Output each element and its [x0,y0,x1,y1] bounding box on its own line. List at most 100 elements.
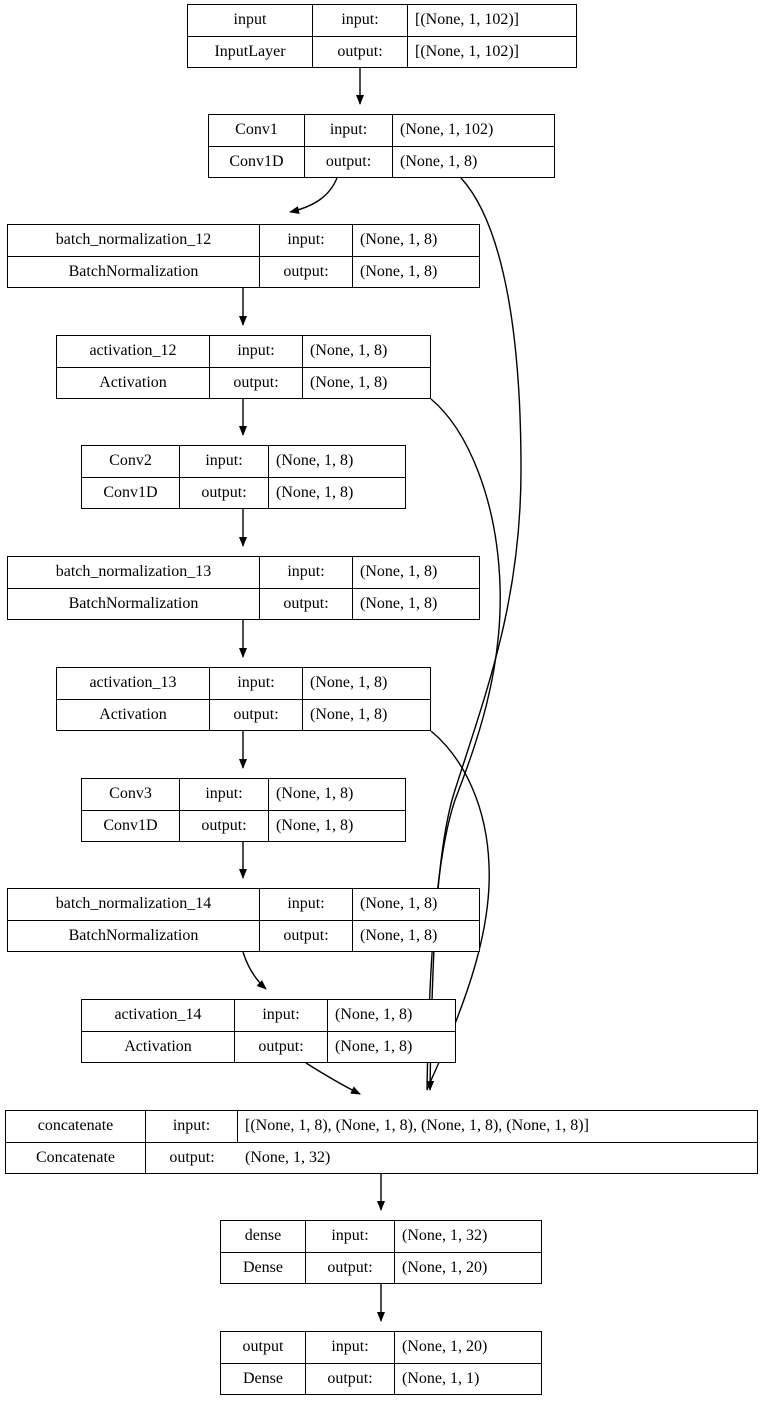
node-layer-name: activation_13 [57,668,210,699]
node-output-label: output: [306,1252,395,1283]
node-input-shape: (None, 1, 102) [400,121,494,139]
node-output-shape: (None, 1, 8) [310,705,388,723]
node-dense[interactable]: dense input: (None, 1, 32) Dense output:… [220,1220,542,1284]
node-input-label: input: [210,336,303,367]
node-batch-normalization-13[interactable]: batch_normalization_13 input: (None, 1, … [7,556,480,620]
node-row-input: output input: (None, 1, 20) [221,1332,541,1364]
node-activation-13[interactable]: activation_13 input: (None, 1, 8) Activa… [56,667,431,731]
node-input-label: input: [305,115,393,146]
node-output-shape: (None, 1, 8) [276,483,354,501]
node-row-output: BatchNormalization output: (None, 1, 8) [8,256,479,287]
node-layer-name: activation_14 [82,1000,235,1031]
node-input-label: input: [210,668,303,699]
node-output-label: output: [260,588,353,619]
node-row-output: Concatenate output: (None, 1, 32) [6,1142,757,1173]
node-input-label: input: [260,225,353,256]
node-layer-class: Dense [221,1363,306,1394]
edge-activation14-to-concatenate [305,1062,361,1095]
node-layer-class: BatchNormalization [8,588,260,619]
node-row-input: dense input: (None, 1, 32) [221,1221,541,1253]
node-output-shape: (None, 1, 20) [402,1258,488,1276]
node-input-shape: [(None, 1, 8), (None, 1, 8), (None, 1, 8… [245,1117,589,1135]
node-batch-normalization-14[interactable]: batch_normalization_14 input: (None, 1, … [7,888,480,952]
node-row-input: activation_12 input: (None, 1, 8) [57,336,430,368]
node-layer-name: Conv2 [82,446,180,477]
node-layer-class: BatchNormalization [8,256,260,287]
node-layer-name: batch_normalization_14 [8,889,260,920]
node-row-output: Conv1D output: (None, 1, 8) [82,477,405,508]
node-row-output: Dense output: (None, 1, 20) [221,1252,541,1283]
node-input-label: input: [180,446,269,477]
node-activation-14[interactable]: activation_14 input: (None, 1, 8) Activa… [81,999,456,1063]
node-output-label: output: [210,699,303,730]
node-output-shape: (None, 1, 8) [360,594,438,612]
node-input[interactable]: input input: [(None, 1, 102)] InputLayer… [187,4,577,68]
node-row-input: batch_normalization_12 input: (None, 1, … [8,225,479,257]
edge-activation12-to-concatenate-skip [426,398,501,1091]
node-input-label: input: [260,889,353,920]
node-row-input: activation_14 input: (None, 1, 8) [82,1000,455,1032]
node-layer-name: input [188,5,313,36]
node-row-output: BatchNormalization output: (None, 1, 8) [8,920,479,951]
node-output[interactable]: output input: (None, 1, 20) Dense output… [220,1331,542,1395]
node-output-shape: (None, 1, 32) [245,1148,331,1166]
node-input-label: input: [260,557,353,588]
node-row-output: Activation output: (None, 1, 8) [57,367,430,398]
node-input-shape: (None, 1, 8) [360,231,438,249]
node-output-label: output: [260,920,353,951]
node-output-label: output: [305,146,393,177]
node-row-output: BatchNormalization output: (None, 1, 8) [8,588,479,619]
node-conv2[interactable]: Conv2 input: (None, 1, 8) Conv1D output:… [81,445,406,509]
node-layer-name: output [221,1332,306,1363]
node-input-shape: (None, 1, 32) [402,1227,488,1245]
node-layer-name: Conv3 [82,779,180,810]
node-row-input: Conv3 input: (None, 1, 8) [82,779,405,811]
node-output-label: output: [169,1148,215,1166]
node-input-shape: (None, 1, 8) [335,1006,413,1024]
node-conv3[interactable]: Conv3 input: (None, 1, 8) Conv1D output:… [81,778,406,842]
node-activation-12[interactable]: activation_12 input: (None, 1, 8) Activa… [56,335,431,399]
node-output-label: output: [210,367,303,398]
node-output-label: output: [180,810,269,841]
node-input-shape: (None, 1, 8) [360,563,438,581]
node-output-shape: (None, 1, 8) [310,373,388,391]
node-input-shape: (None, 1, 8) [360,895,438,913]
node-row-output: Dense output: (None, 1, 1) [221,1363,541,1394]
node-output-label: output: [260,256,353,287]
node-input-shape: (None, 1, 8) [276,785,354,803]
node-layer-class: Activation [57,699,210,730]
node-row-input: batch_normalization_13 input: (None, 1, … [8,557,479,589]
node-batch-normalization-12[interactable]: batch_normalization_12 input: (None, 1, … [7,224,480,288]
node-input-label: input: [313,5,408,36]
node-output-shape: (None, 1, 8) [360,926,438,944]
node-row-input: Conv2 input: (None, 1, 8) [82,446,405,478]
node-input-shape: (None, 1, 20) [402,1338,488,1356]
node-input-shape: [(None, 1, 102)] [415,11,519,29]
node-concatenate[interactable]: concatenate input: [(None, 1, 8), (None,… [5,1110,758,1174]
node-row-input: input input: [(None, 1, 102)] [188,5,576,37]
node-row-output: Conv1D output: (None, 1, 8) [82,810,405,841]
node-layer-class: Conv1D [209,146,305,177]
node-output-shape: (None, 1, 8) [360,262,438,280]
node-row-input: concatenate input: [(None, 1, 8), (None,… [6,1111,757,1143]
node-output-label: output: [313,36,408,67]
node-output-shape: (None, 1, 8) [276,816,354,834]
edge-conv1-to-batchnorm12 [289,177,338,214]
node-layer-name: batch_normalization_13 [8,557,260,588]
node-input-shape: (None, 1, 8) [276,452,354,470]
node-input-label: input: [306,1332,395,1363]
node-layer-class: Dense [221,1252,306,1283]
node-input-shape: (None, 1, 8) [310,342,388,360]
node-output-label: output: [306,1363,395,1394]
node-row-input: Conv1 input: (None, 1, 102) [209,115,554,147]
node-layer-class: Conv1D [82,477,180,508]
node-output-shape: [(None, 1, 102)] [415,42,519,60]
node-output-shape: (None, 1, 1) [402,1369,480,1387]
node-row-output: InputLayer output: [(None, 1, 102)] [188,36,576,67]
node-layer-name: dense [221,1221,306,1252]
node-layer-class: BatchNormalization [8,920,260,951]
node-conv1[interactable]: Conv1 input: (None, 1, 102) Conv1D outpu… [208,114,555,178]
node-layer-class: Conv1D [82,810,180,841]
node-layer-class: Concatenate [6,1142,146,1173]
node-row-input: batch_normalization_14 input: (None, 1, … [8,889,479,921]
